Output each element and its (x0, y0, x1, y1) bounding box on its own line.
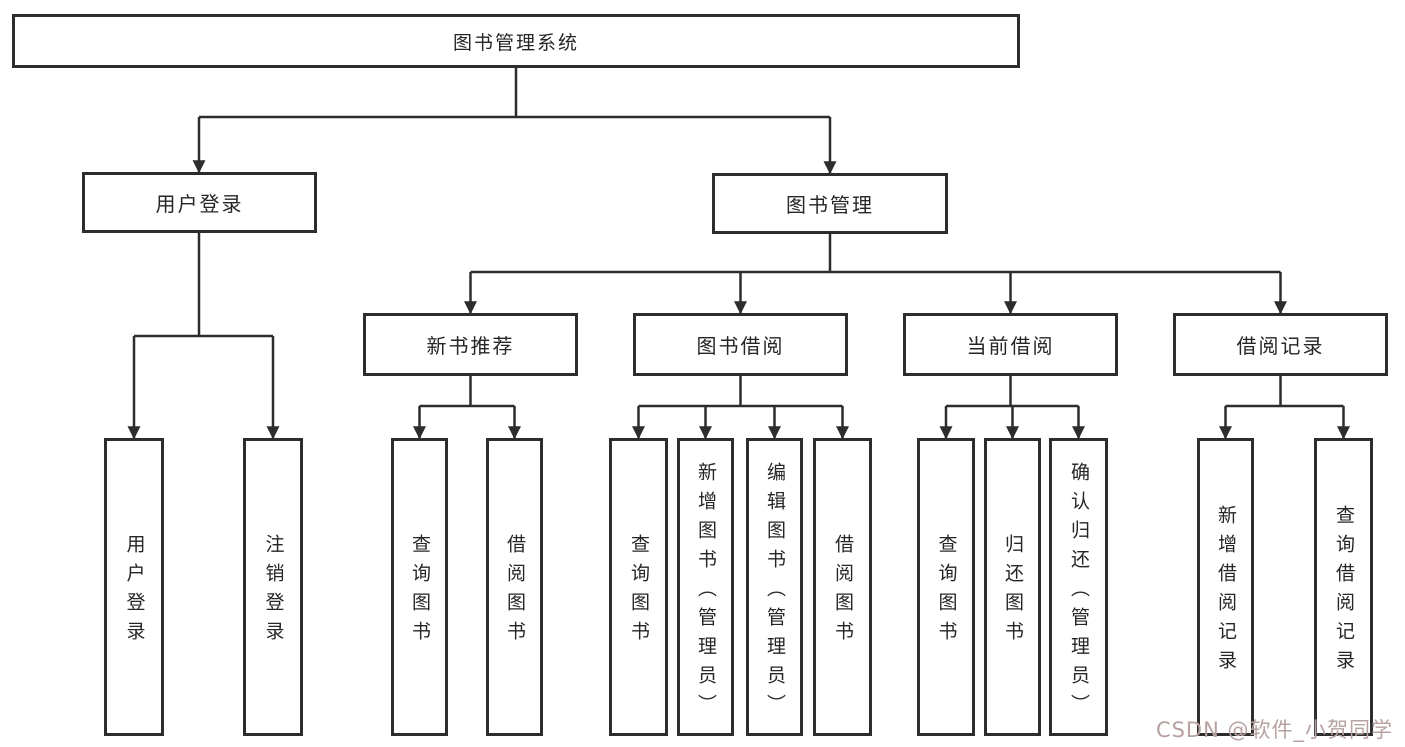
node-new-book-recommend: 新书推荐 (363, 313, 578, 376)
node-label: 确认归还（管理员） (1068, 461, 1090, 723)
node-label: 新增借阅记录 (1215, 505, 1237, 679)
node-label: 图书管理 (786, 193, 874, 217)
node-leaf-nb-query-books: 查询图书 (391, 438, 448, 736)
node-leaf-bb-edit-books-admin: 编辑图书（管理员） (746, 438, 803, 736)
node-label: 查询图书 (935, 534, 958, 650)
node-label: 借阅图书 (504, 534, 526, 650)
node-leaf-bb-query-books: 查询图书 (609, 438, 668, 736)
node-label: 新书推荐 (426, 334, 515, 358)
node-leaf-logout: 注销登录 (243, 438, 303, 736)
node-label: 新增图书（管理员） (695, 461, 717, 723)
node-label: 当前借阅 (966, 334, 1055, 358)
node-label: 注销登录 (262, 534, 285, 650)
node-label: 用户登录 (155, 192, 244, 216)
node-leaf-cb-return-books: 归还图书 (984, 438, 1041, 736)
node-leaf-bb-borrow-books: 借阅图书 (813, 438, 872, 736)
node-label: 编辑图书（管理员） (764, 461, 786, 723)
node-label: 借阅图书 (832, 534, 854, 650)
node-book-management-branch: 图书管理 (712, 173, 948, 234)
node-leaf-cb-query-books: 查询图书 (917, 438, 975, 736)
node-leaf-bb-add-books-admin: 新增图书（管理员） (677, 438, 734, 736)
node-book-borrow: 图书借阅 (633, 313, 848, 376)
node-leaf-br-query-record: 查询借阅记录 (1314, 438, 1373, 736)
node-label: 图书借阅 (696, 334, 785, 358)
node-book-management-system: 图书管理系统 (12, 14, 1020, 68)
node-label: 图书管理系统 (452, 31, 579, 54)
node-borrow-records: 借阅记录 (1173, 313, 1388, 376)
node-label: 查询借阅记录 (1333, 505, 1355, 679)
node-label: 用户登录 (123, 534, 146, 650)
csdn-watermark: CSDN @软件_小贺同学 (1155, 718, 1393, 742)
node-leaf-nb-borrow-books: 借阅图书 (486, 438, 543, 736)
node-label: 查询图书 (409, 534, 431, 650)
node-label: 归还图书 (1002, 534, 1024, 650)
node-current-borrow: 当前借阅 (903, 313, 1118, 376)
node-label: 借阅记录 (1236, 334, 1325, 358)
node-leaf-cb-confirm-return-admin: 确认归还（管理员） (1049, 438, 1108, 736)
node-leaf-br-add-record: 新增借阅记录 (1197, 438, 1254, 736)
node-user-login-branch: 用户登录 (82, 172, 317, 233)
node-label: 查询图书 (628, 534, 650, 650)
node-leaf-user-login: 用户登录 (104, 438, 164, 736)
